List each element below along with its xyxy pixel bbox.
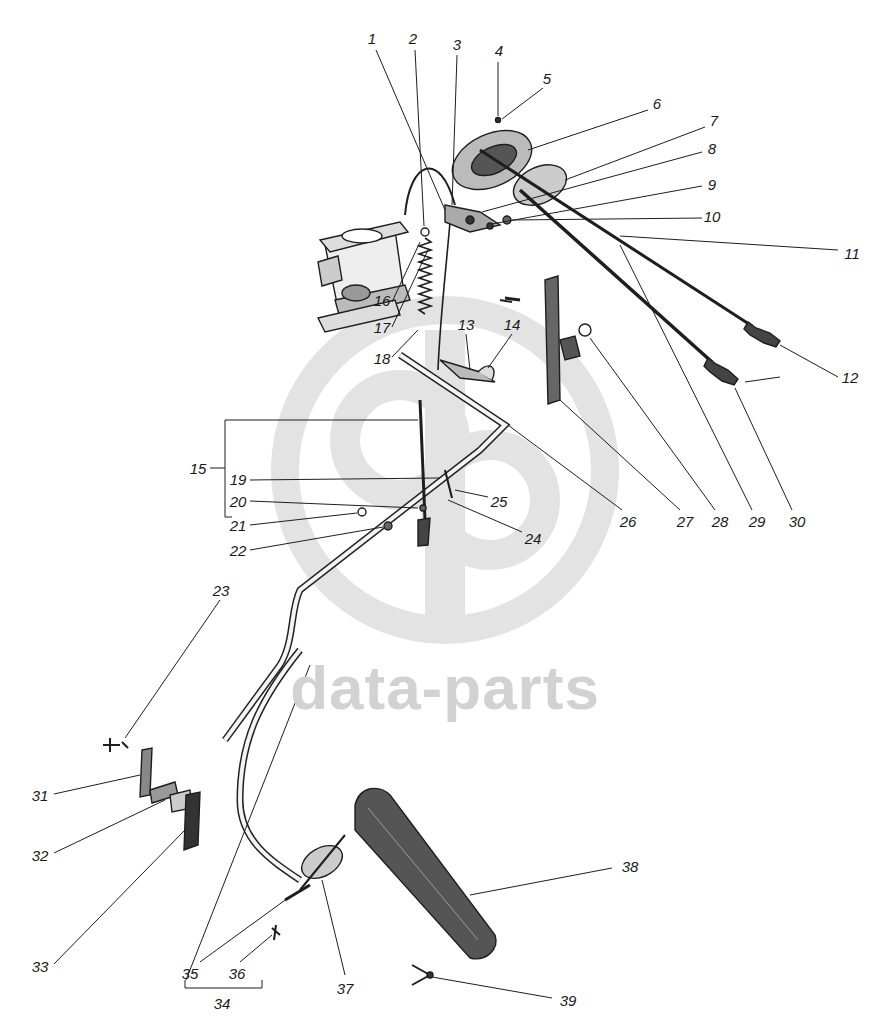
- callout-number: 21: [230, 518, 247, 533]
- callout-number: 36: [229, 966, 246, 981]
- callout-number: 15: [190, 461, 207, 476]
- callout-number: 38: [622, 859, 639, 874]
- callout-number: 32: [32, 848, 49, 863]
- callout-number: 24: [525, 531, 542, 546]
- callout-number: 7: [710, 113, 718, 128]
- callout-number: 19: [230, 472, 247, 487]
- callout-number: 11: [844, 246, 860, 261]
- callout-number: 16: [374, 293, 391, 308]
- callout-number: 23: [213, 583, 230, 598]
- callout-number: 4: [495, 43, 503, 58]
- callout-number: 35: [182, 966, 199, 981]
- callout-number: 20: [230, 494, 247, 509]
- callout-number: 2: [409, 31, 417, 46]
- callout-number: 27: [677, 514, 694, 529]
- carburetor: [318, 222, 410, 332]
- callout-number: 26: [620, 514, 637, 529]
- callout-number: 1: [368, 31, 376, 46]
- callout-number: 39: [560, 993, 577, 1008]
- callout-number: 37: [337, 981, 354, 996]
- leader-lines: [54, 50, 838, 998]
- callout-number: 18: [374, 351, 391, 366]
- callout-number: 30: [789, 514, 806, 529]
- watermark-text: data-parts: [290, 657, 600, 719]
- callout-number: 14: [504, 317, 521, 332]
- callout-number: 6: [653, 96, 661, 111]
- callout-number: 9: [708, 177, 716, 192]
- callout-number: 12: [842, 370, 859, 385]
- callout-number: 25: [491, 494, 508, 509]
- callout-number: 13: [458, 317, 475, 332]
- callout-number: 22: [230, 543, 247, 558]
- parts: [103, 118, 780, 986]
- callout-number: 3: [453, 37, 461, 52]
- spring: [419, 238, 431, 314]
- callout-number: 17: [374, 320, 391, 335]
- callout-number: 10: [704, 209, 721, 224]
- callout-number: 31: [32, 788, 49, 803]
- callout-number: 8: [708, 141, 716, 156]
- callout-number: 33: [32, 959, 49, 974]
- callout-number: 5: [543, 71, 551, 86]
- callout-number: 34: [214, 996, 231, 1011]
- callout-number: 28: [712, 514, 729, 529]
- callout-number: 29: [749, 514, 766, 529]
